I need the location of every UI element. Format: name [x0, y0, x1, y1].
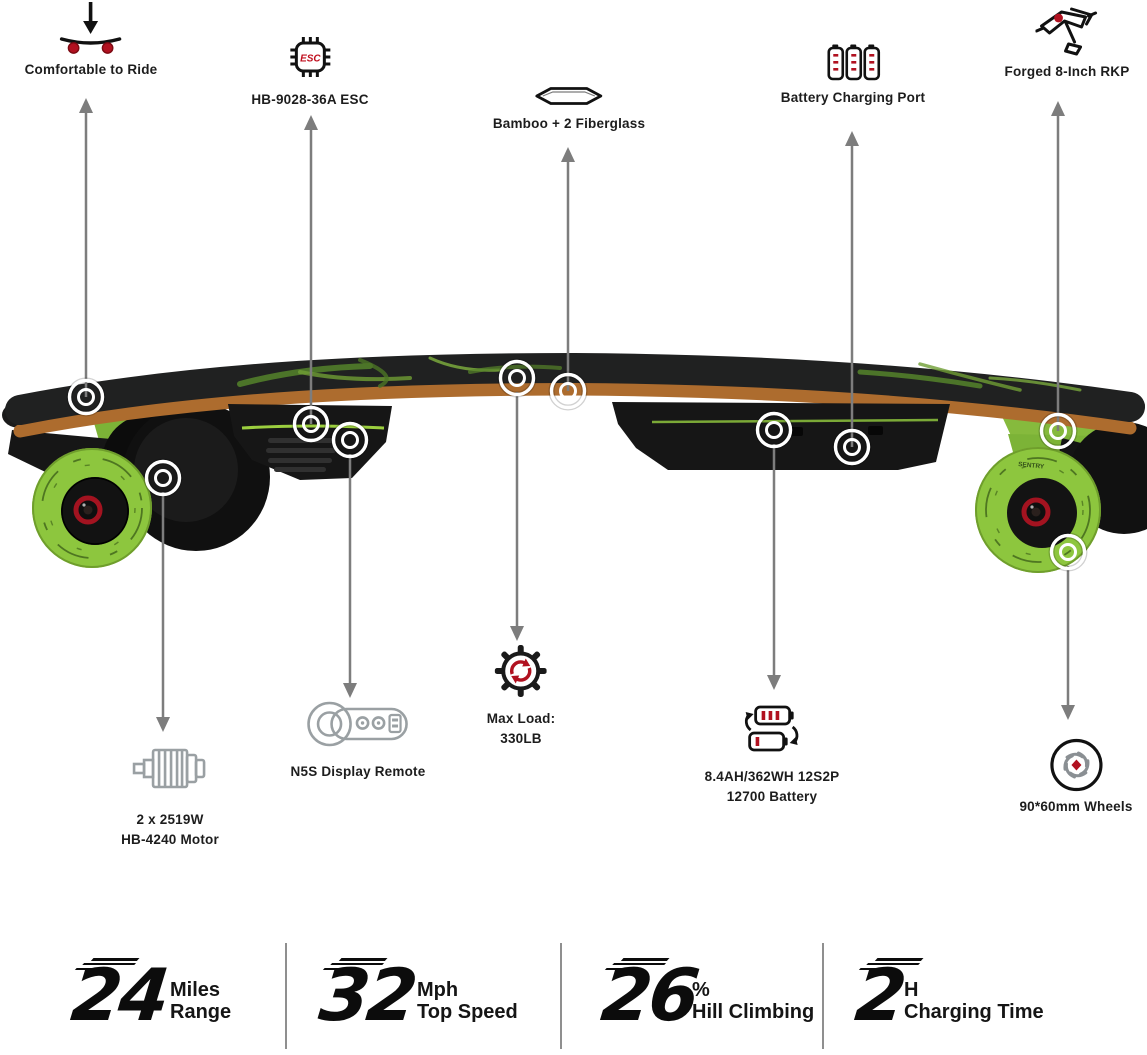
esc-green-stripe — [241, 424, 385, 430]
callout-bamboo-fiberglass: Bamboo + 2 Fiberglass — [493, 84, 645, 134]
callout-connectors — [79, 98, 1075, 732]
deck-griptape — [5, 352, 1145, 425]
stat-label: Charging Time — [904, 1001, 1044, 1023]
callout-label-line1: 8.4AH/362WH 12S2P — [704, 769, 840, 784]
stat-value: 32 — [315, 953, 419, 1037]
callout-remote: N5S Display Remote — [291, 700, 426, 782]
griptape-leaf-print — [237, 356, 1082, 392]
max-load-gear-icon — [495, 645, 547, 697]
wheel-icon — [1049, 738, 1103, 792]
stat-unit: H — [904, 979, 919, 1001]
callout-label-line2: 330LB — [500, 731, 542, 746]
battery-cycle-icon — [745, 705, 799, 752]
marker-deck — [548, 371, 588, 411]
stat-label: Range — [170, 1001, 232, 1023]
callout-max-load: Max Load: 330LB — [487, 645, 556, 749]
flex-board-icon — [60, 2, 122, 54]
callout-markers — [66, 358, 1088, 572]
callout-battery: 8.4AH/362WH 12S2P 12700 Battery — [705, 703, 840, 807]
stat-unit: Mph — [417, 979, 459, 1001]
marker-wheels — [1048, 532, 1088, 572]
marker-maxload — [497, 358, 537, 398]
marker-esc — [291, 404, 331, 444]
marker-truck — [1038, 411, 1078, 451]
marker-motor — [143, 458, 183, 498]
deck — [2, 352, 1145, 438]
battery-green-stripe — [651, 418, 939, 424]
remote-icon — [307, 701, 409, 747]
rear-wheel: SENTRY — [975, 447, 1101, 573]
callout-label-line2: 12700 Battery — [726, 789, 818, 804]
esc-chip-icon: ESC — [289, 37, 330, 77]
stat-label: Hill Climbing — [692, 1001, 815, 1023]
callout-esc: ESC HB-9028-36A ESC — [251, 36, 368, 110]
callout-wheels: 90*60mm Wheels — [1019, 737, 1132, 817]
marker-charging-port — [832, 427, 872, 467]
stats-divider — [285, 943, 287, 1049]
stat-value: 24 — [67, 953, 171, 1037]
callout-label: Battery Charging Port — [780, 90, 926, 105]
front-wheel — [32, 448, 152, 568]
callout-label: HB-9028-36A ESC — [251, 92, 369, 107]
stats-divider — [560, 943, 562, 1049]
marker-comfort — [66, 377, 106, 417]
stat-label: Top Speed — [417, 1001, 518, 1023]
motor-icon — [132, 748, 206, 789]
callout-comfortable-to-ride: Comfortable to Ride — [25, 0, 158, 80]
esc-vents — [266, 438, 336, 472]
deck-layers-icon — [535, 87, 603, 105]
stat-value: 2 — [852, 953, 924, 1037]
callout-label-line2: HB-4240 Motor — [121, 832, 219, 847]
callout-label: 90*60mm Wheels — [1019, 799, 1133, 814]
truck-icon — [1035, 7, 1098, 56]
callout-label-line1: 2 x 2519W — [136, 812, 204, 827]
marker-remote — [330, 420, 370, 460]
callout-label-line1: Max Load: — [486, 711, 556, 726]
esc-chip-text: ESC — [300, 54, 321, 65]
callout-label: Bamboo + 2 Fiberglass — [492, 116, 646, 131]
callout-battery-charging-port: Battery Charging Port — [781, 42, 925, 108]
charging-port-icon — [827, 44, 881, 81]
wheel-brand-text: SENTRY — [1018, 461, 1045, 471]
callout-forged-rkp: Forged 8-Inch RKP — [1005, 4, 1130, 82]
callout-label: N5S Display Remote — [290, 764, 426, 779]
callout-label: Forged 8-Inch RKP — [1004, 64, 1130, 79]
stats-divider — [822, 943, 824, 1049]
stat-value: 26 — [597, 953, 701, 1037]
callout-motor: 2 x 2519W HB-4240 Motor — [121, 746, 219, 850]
stat-unit: % — [692, 979, 710, 1001]
marker-battery — [754, 410, 794, 450]
callout-label: Comfortable to Ride — [24, 62, 158, 77]
stat-unit: Miles — [170, 979, 221, 1001]
